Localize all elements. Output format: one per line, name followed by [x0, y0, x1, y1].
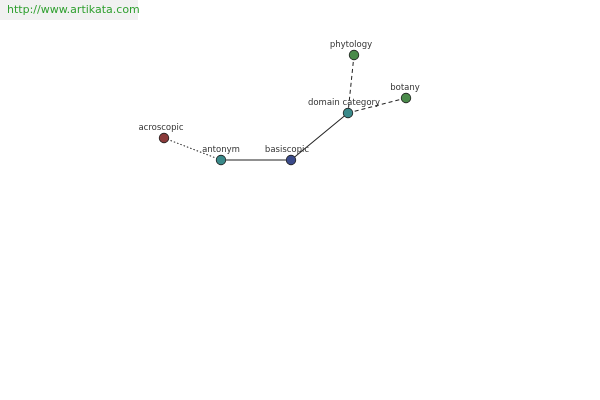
node-basiscopic[interactable] — [285, 154, 297, 166]
source-link[interactable]: http://www.artikata.com — [0, 0, 140, 20]
node-domain-category[interactable] — [342, 107, 354, 119]
node-phytology[interactable] — [348, 49, 360, 61]
edge-phytology-domain-category — [347, 54, 355, 114]
node-label-domain-category: domain category — [308, 98, 380, 108]
node-label-basiscopic: basiscopic — [265, 145, 309, 155]
edge-domain-category-basiscopic — [290, 112, 349, 161]
node-label-acroscopic: acroscopic — [138, 123, 183, 133]
node-label-botany: botany — [390, 83, 420, 93]
node-antonym[interactable] — [215, 154, 227, 166]
node-label-antonym: antonym — [202, 145, 240, 155]
node-label-phytology: phytology — [330, 40, 372, 50]
node-acroscopic[interactable] — [158, 132, 170, 144]
node-botany[interactable] — [400, 92, 412, 104]
edge-botany-domain-category — [347, 97, 407, 114]
